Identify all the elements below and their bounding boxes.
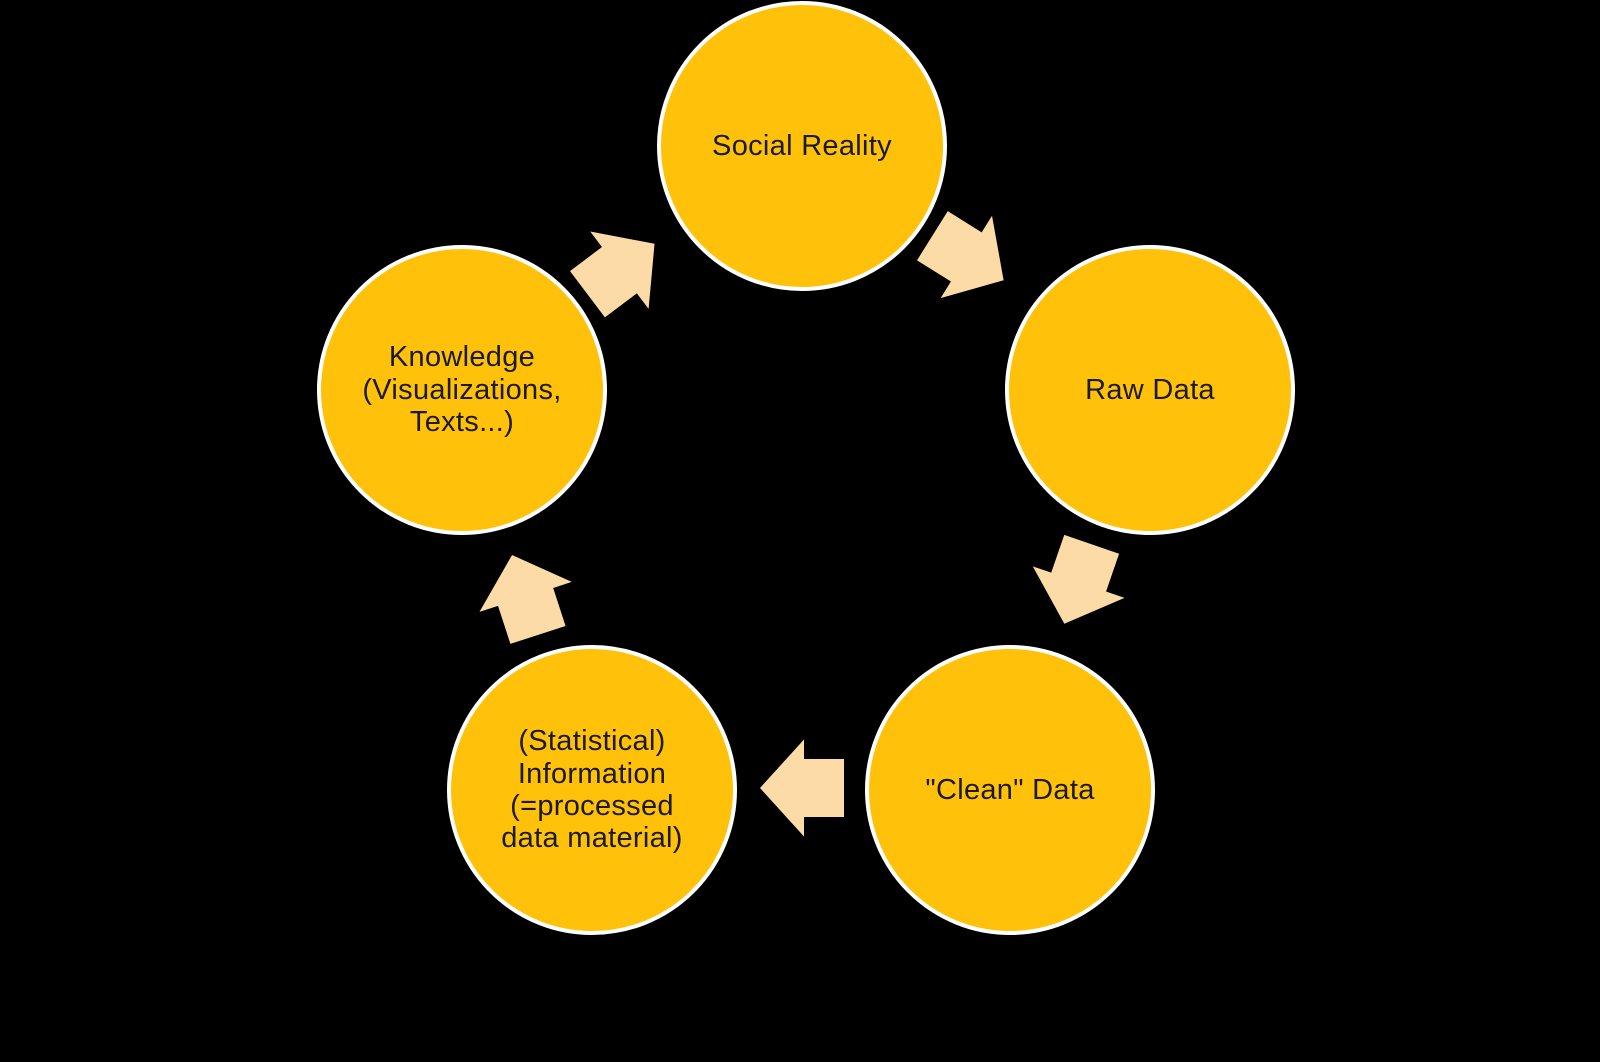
arrow-raw-data-to-clean-data-icon: [1032, 534, 1125, 624]
node-statistical-information-label: (Statistical) Information (=processed da…: [501, 725, 683, 855]
node-statistical-information: (Statistical) Information (=processed da…: [447, 645, 737, 935]
arrow-statistical-information-to-knowledge-icon: [479, 555, 572, 644]
arrow-shape: [570, 231, 655, 318]
node-raw-data-label: Raw Data: [1085, 373, 1215, 406]
node-knowledge-label: Knowledge (Visualizations, Texts...): [362, 341, 562, 439]
node-knowledge: Knowledge (Visualizations, Texts...): [317, 245, 607, 535]
node-social-reality-label: Social Reality: [712, 129, 892, 162]
arrow-shape: [479, 555, 572, 644]
node-clean-data-label: "Clean" Data: [925, 773, 1095, 806]
arrow-knowledge-to-social-reality-icon: [570, 231, 655, 318]
node-clean-data: "Clean" Data: [865, 645, 1155, 935]
node-social-reality: Social Reality: [657, 1, 947, 291]
arrow-shape: [760, 739, 844, 837]
arrow-shape: [917, 211, 1004, 299]
arrow-shape: [1032, 534, 1125, 624]
node-raw-data: Raw Data: [1005, 245, 1295, 535]
arrow-social-reality-to-raw-data-icon: [917, 211, 1004, 299]
arrow-clean-data-to-statistical-information-icon: [760, 739, 844, 837]
